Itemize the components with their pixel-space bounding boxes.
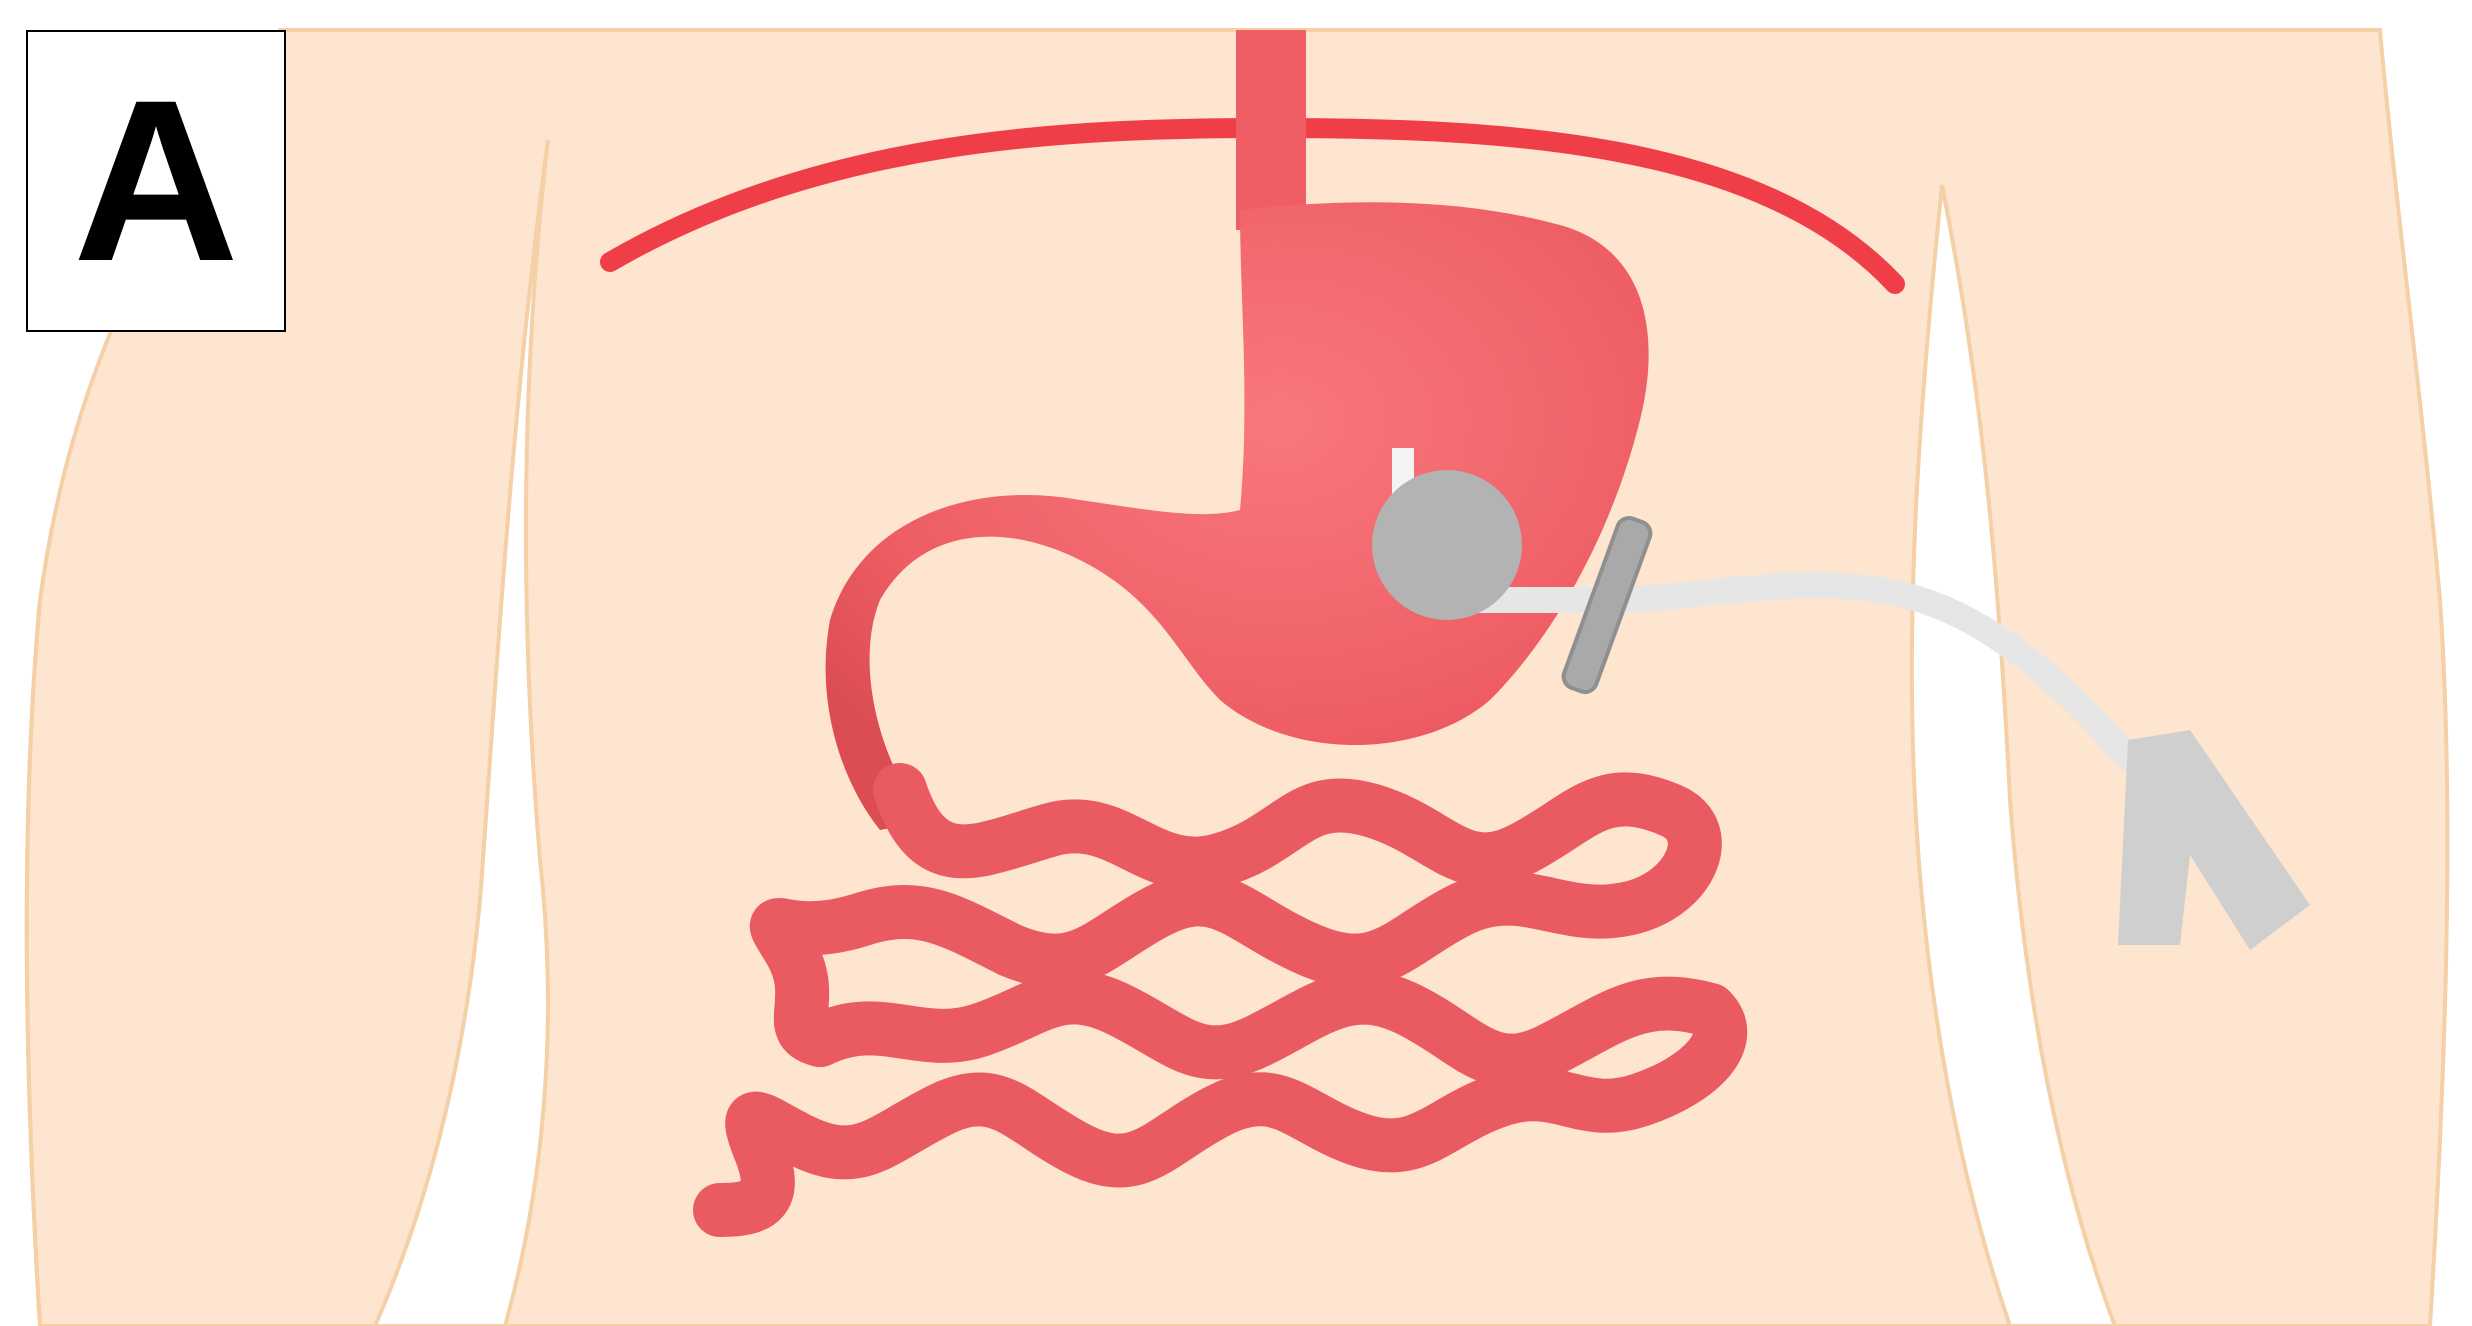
panel-label: A [73, 66, 239, 296]
internal-bolster [1372, 470, 1522, 620]
panel-label-box: A [26, 30, 286, 332]
esophagus [1236, 30, 1306, 230]
